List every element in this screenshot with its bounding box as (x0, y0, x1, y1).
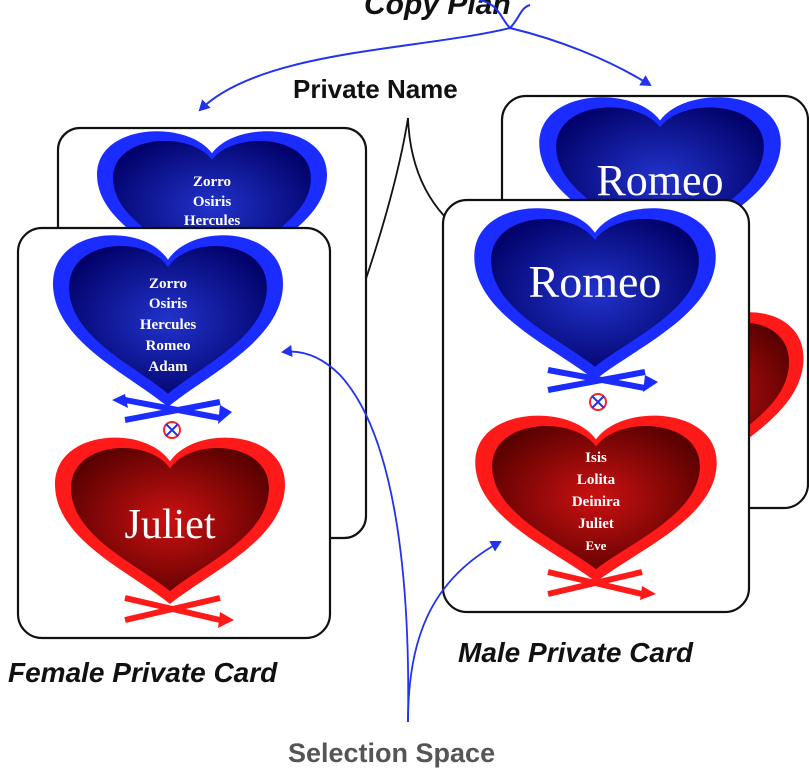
top-bracket-connector (198, 0, 652, 112)
male-card-label: Male Private Card (458, 637, 694, 668)
female-front-blue-name: Romeo (146, 338, 191, 354)
female-front-blue-name: Osiris (149, 296, 187, 312)
female-red-arrows (124, 595, 234, 628)
female-card-label: Female Private Card (8, 657, 278, 688)
selection-space-connectors (281, 344, 502, 723)
male-front-red-name: Lolita (577, 472, 616, 488)
male-blue-arrows (547, 367, 658, 393)
male-red-arrows (547, 569, 656, 600)
female-couple-symbol-icon (163, 421, 181, 439)
female-back-blue-name: Osiris (193, 194, 231, 210)
female-front-blue-name: Zorro (149, 276, 187, 292)
female-card-front: Zorro Osiris Hercules Romeo Adam Juliet (16, 226, 332, 640)
female-blue-arrows (112, 394, 232, 424)
private-name-label: Private Name (293, 74, 458, 104)
female-back-blue-name: Zorro (193, 174, 231, 190)
female-front-red-name: Juliet (125, 502, 216, 548)
male-front-red-name: Eve (586, 538, 607, 553)
male-front-red-name: Juliet (578, 516, 614, 532)
male-couple-symbol-icon (589, 393, 607, 411)
top-partial-label: Copy Plan (364, 0, 511, 21)
male-card-front: Romeo Isis Lolita Deinira Juliet Eve (441, 198, 751, 614)
female-front-blue-name: Adam (148, 359, 188, 375)
female-back-blue-name: Hercules (184, 213, 241, 229)
male-front-red-name: Isis (585, 450, 607, 466)
male-front-red-name: Deinira (572, 494, 621, 510)
female-front-blue-name: Hercules (140, 317, 197, 333)
selection-space-label: Selection Space (288, 738, 495, 768)
male-front-blue-name: Romeo (529, 256, 662, 307)
male-back-blue-name: Romeo (596, 156, 723, 205)
